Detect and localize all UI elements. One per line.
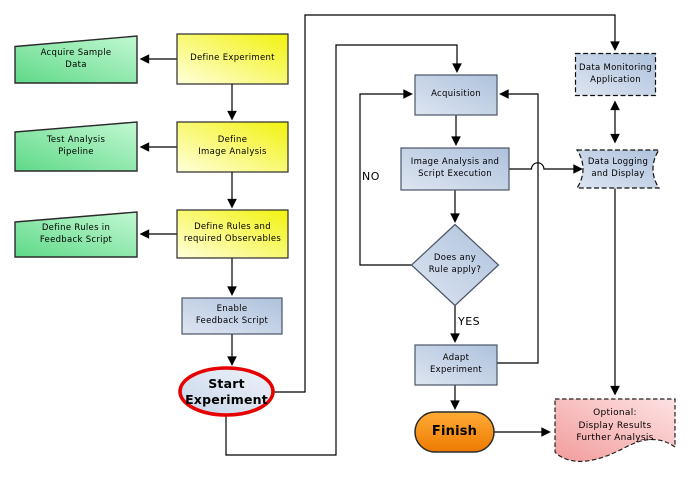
node-data-monitoring-application <box>574 52 657 97</box>
edge-start-acquisition <box>225 44 462 456</box>
node-data-logging-and-display <box>575 149 661 189</box>
edge-label-no: NO <box>362 170 380 183</box>
edge-start-datamonitoring <box>273 14 620 393</box>
node-start-experiment <box>178 366 275 417</box>
node-test-analysis-pipeline <box>14 121 138 172</box>
node-define-rules-in-feedback-script <box>14 211 138 258</box>
edge-label-yes: YES <box>458 315 481 328</box>
edge-imganalysis-datalogging <box>509 162 583 174</box>
node-image-analysis-and-script-execution <box>400 147 510 191</box>
node-define-image-analysis <box>176 121 289 173</box>
node-acquire-sample-data <box>14 35 138 84</box>
edges <box>139 14 620 456</box>
node-optional-display-results <box>554 398 676 462</box>
node-adapt-experiment <box>414 344 498 386</box>
edge-no-loop <box>359 89 413 266</box>
node-enable-feedback-script <box>181 297 283 335</box>
node-does-any-rule-apply <box>410 223 500 307</box>
node-define-rules-and-required-observables <box>176 209 289 259</box>
node-acquisition <box>414 74 498 116</box>
node-define-experiment <box>176 33 289 85</box>
node-finish <box>414 411 495 453</box>
edge-adapt-acquisition-loop <box>497 89 539 364</box>
